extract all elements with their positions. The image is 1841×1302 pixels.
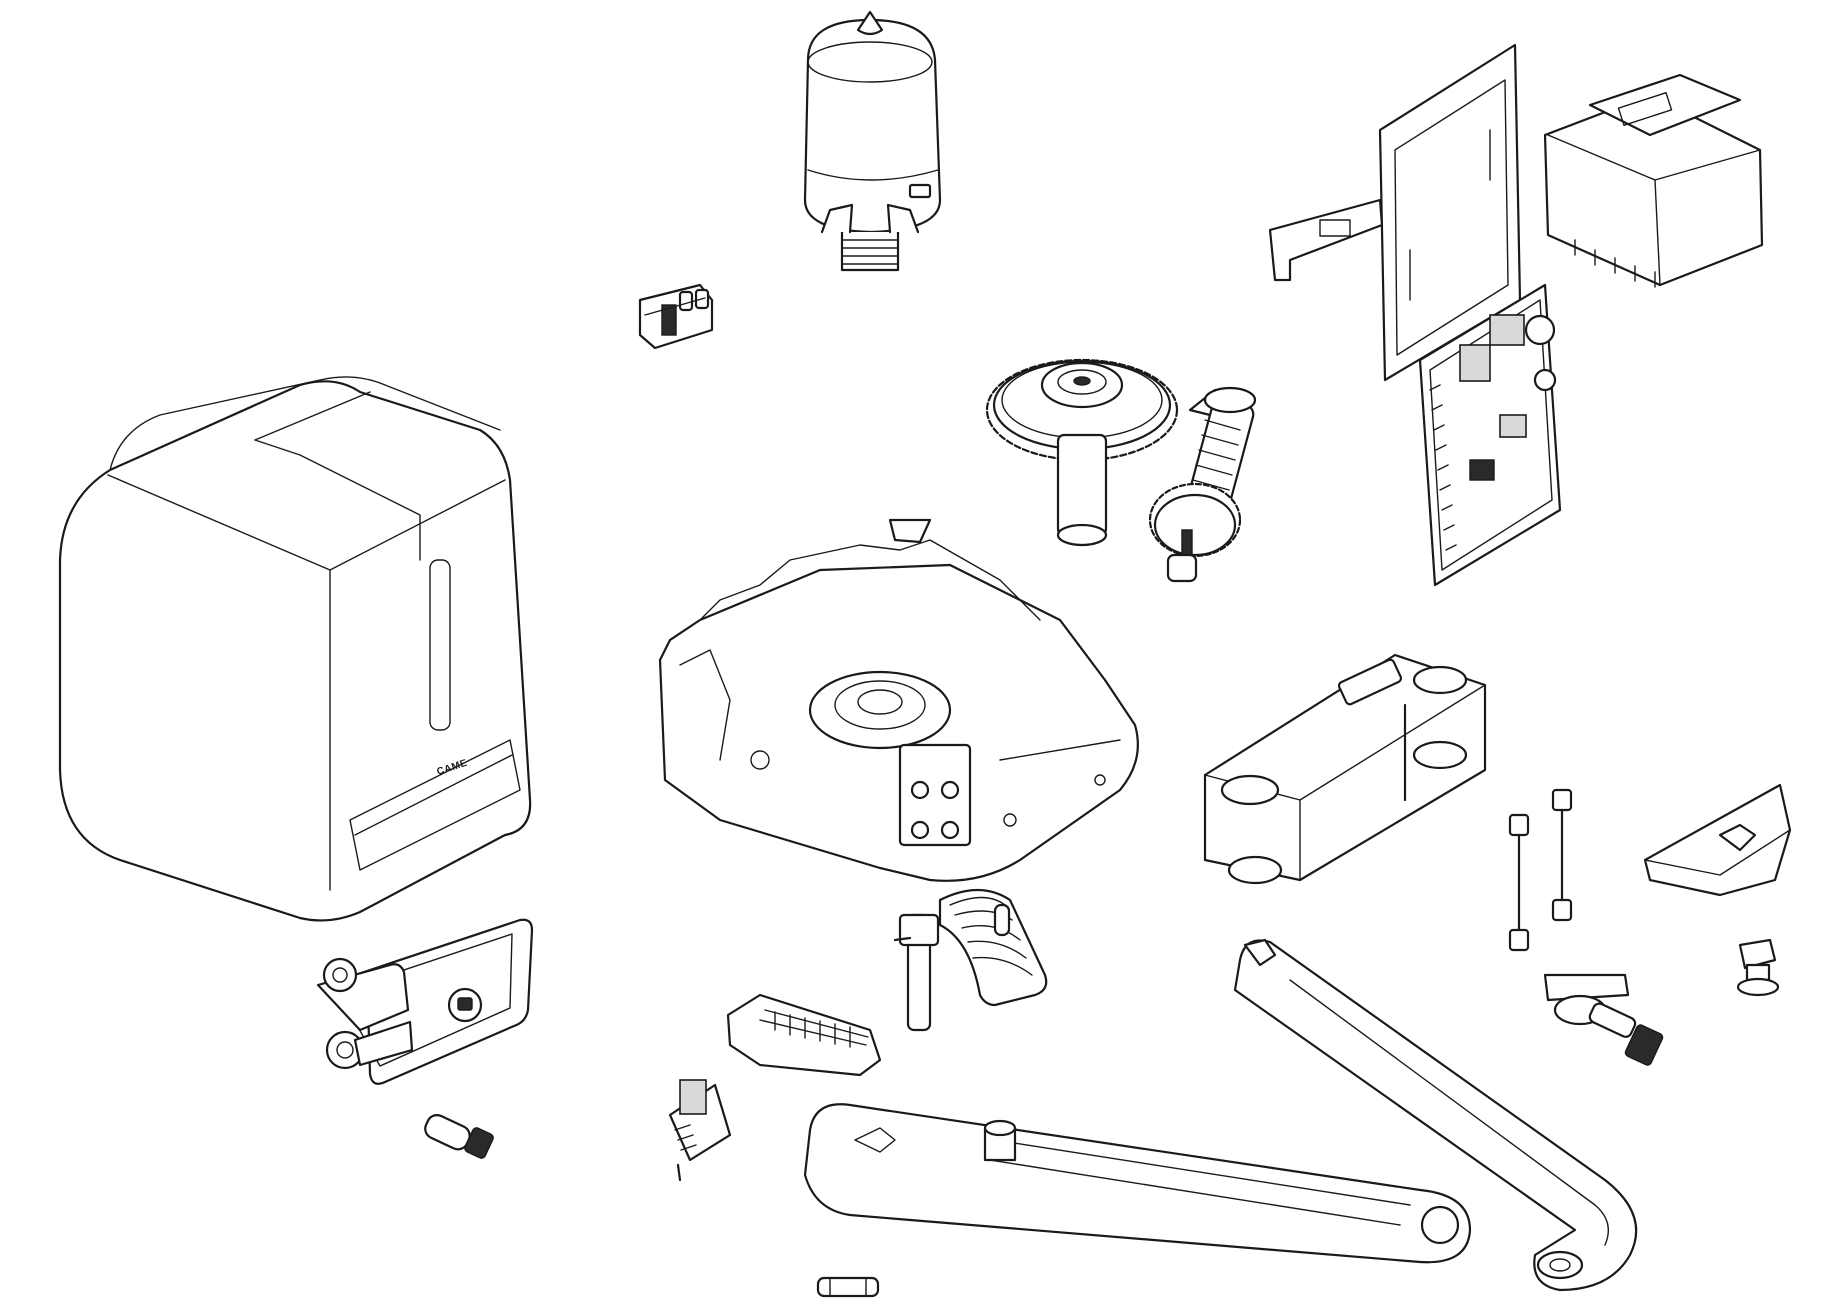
release-key: [424, 1114, 494, 1159]
gearbox-base: [658, 518, 1139, 882]
electric-motor: [803, 10, 942, 272]
release-knob-key: [1543, 973, 1664, 1066]
housing-cover: CAME: [58, 376, 532, 922]
straight-arm: [803, 1103, 1472, 1264]
plug-in-module: [668, 1079, 732, 1182]
limit-switch-pin: [893, 913, 940, 1032]
hex-bolt: [1736, 938, 1780, 997]
mounting-bracket: [1203, 653, 1487, 885]
curved-arm: [1233, 938, 1638, 1292]
control-circuit-board: [1418, 283, 1562, 587]
fuse: [816, 1276, 880, 1298]
gear-segment-upper: [938, 889, 1048, 1007]
worm-screw-pinion: [1148, 386, 1257, 583]
transformer: [1543, 73, 1764, 288]
long-screws: [1508, 788, 1573, 952]
mechanical-stop: [1643, 783, 1792, 897]
terminal-block: [638, 283, 714, 350]
release-lever-assembly: [316, 918, 534, 1085]
gear-segment-lower: [726, 993, 882, 1077]
output-gear: [985, 358, 1179, 547]
